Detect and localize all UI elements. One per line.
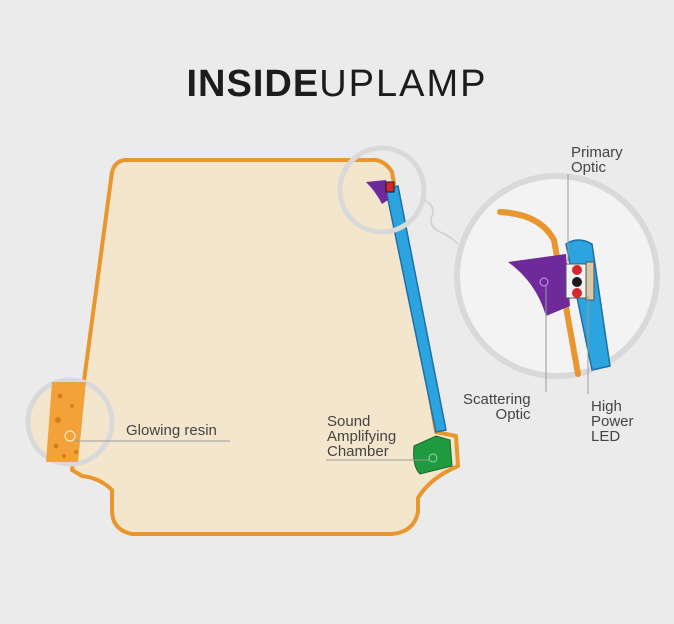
label-sound-chamber: Sound Amplifying Chamber	[327, 413, 397, 460]
title-bold: INSIDE	[186, 63, 320, 105]
resin-bubble	[53, 443, 59, 449]
zoom-connector	[423, 199, 459, 245]
resin-bubble	[62, 454, 66, 458]
resin-bubble	[57, 393, 63, 399]
led-emitter-bottom	[572, 288, 582, 298]
led-emitter-mid	[572, 277, 582, 287]
led-small	[385, 181, 395, 193]
sound-chamber-shape	[413, 435, 453, 475]
resin-marker	[64, 430, 76, 442]
sound-chamber-marker	[428, 453, 438, 463]
resin-bubble	[74, 450, 78, 454]
resin-bubble	[70, 404, 74, 408]
glowing-resin-strip	[46, 382, 86, 462]
title-light: UPLAMP	[319, 63, 488, 105]
label-primary-optic: Primary Optic	[571, 144, 623, 176]
scattering-optic-small	[366, 180, 388, 204]
diagram-title: INSIDEUPLAMP	[0, 62, 674, 106]
label-glowing-resin: Glowing resin	[126, 422, 217, 439]
label-high-power-led: High Power LED	[591, 398, 634, 445]
led-heatsink	[585, 261, 595, 301]
shell-wall-zoom	[497, 209, 581, 377]
zoom-circle-small	[337, 145, 427, 235]
scattering-optic-marker	[539, 277, 549, 287]
label-scattering-optic: Scattering Optic	[463, 391, 531, 423]
resin-bubble	[55, 417, 61, 423]
scattering-optic-zoom	[508, 254, 570, 316]
led-emitter-top	[572, 265, 582, 275]
